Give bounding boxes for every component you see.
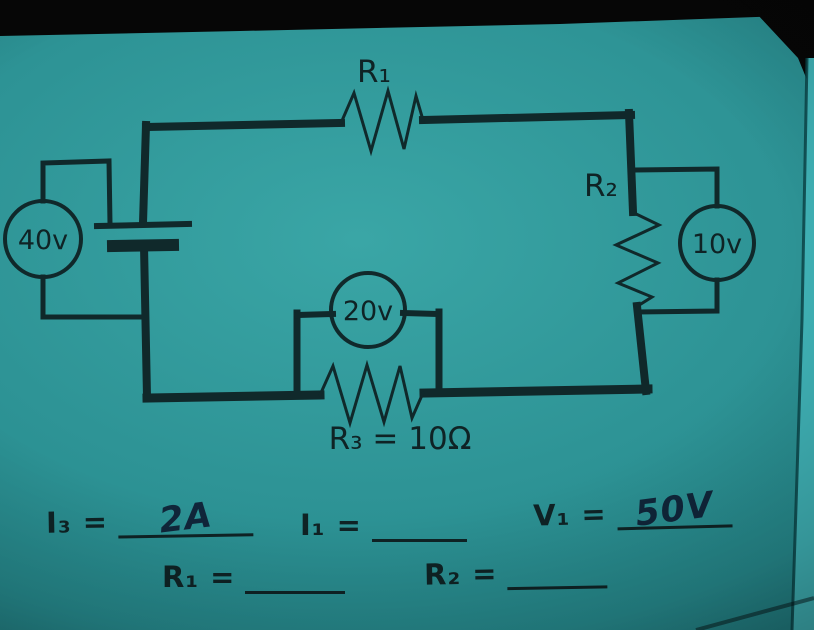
- main-loop-wires: [138, 108, 653, 403]
- answer-r1: R₁ =: [162, 548, 346, 594]
- resistor-r2-zigzag: [612, 209, 663, 310]
- meter-20v-reading: 20v: [343, 296, 393, 327]
- answer-i1-label: I₁ =: [300, 508, 362, 542]
- voltmeter-20v: [293, 271, 443, 396]
- voltmeter-10v-dial: [678, 204, 756, 282]
- bottom-right-paper-edge: [695, 596, 814, 630]
- answer-r1-blank: [245, 548, 346, 594]
- voltmeter-40v-dial: [3, 199, 83, 279]
- photo-top-right-corner: [740, 0, 814, 97]
- side-paper-shadow-line: [790, 57, 809, 630]
- answer-i1: I₁ =: [300, 496, 467, 542]
- meter-10v-reading: 10v: [692, 229, 742, 260]
- resistor-r1-zigzag: [339, 85, 425, 157]
- resistor-r3-zigzag: [318, 359, 425, 429]
- meter-40v-reading: 40v: [18, 225, 68, 256]
- voltmeter-40v: [3, 158, 148, 320]
- answer-r1-label: R₁ =: [162, 560, 236, 594]
- label-r1: R₁: [357, 54, 391, 90]
- voltmeter-20v-dial: [329, 271, 407, 349]
- photo-top-edge: [0, 0, 814, 36]
- label-r3: R₃ = 10Ω: [329, 421, 472, 457]
- voltmeter-10v: [631, 166, 756, 315]
- answer-i1-blank: [371, 496, 467, 542]
- label-r2: R₂: [584, 168, 618, 204]
